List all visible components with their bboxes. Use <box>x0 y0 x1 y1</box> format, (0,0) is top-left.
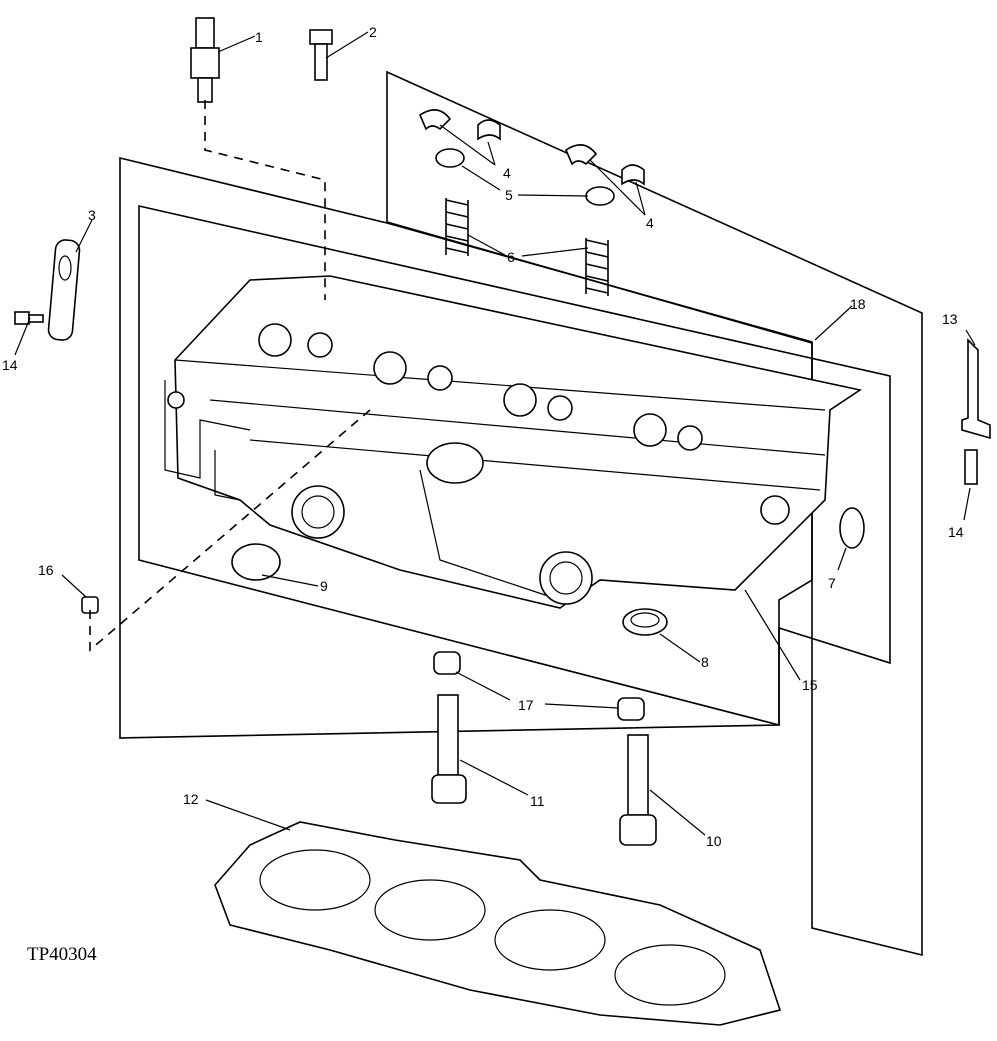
valve-guide-10 <box>619 734 657 846</box>
callout-10: 10 <box>706 833 722 849</box>
valve-spring-right <box>585 238 609 296</box>
figure-code: TP40304 <box>27 944 97 965</box>
callout-9: 9 <box>320 578 328 594</box>
callout-1: 1 <box>255 29 263 45</box>
callout-15: 15 <box>802 677 818 693</box>
dashed-line-plug-16 <box>89 409 371 652</box>
callout-18: 18 <box>850 296 866 312</box>
bolt-left <box>14 311 30 325</box>
valve-seal-left <box>433 651 461 675</box>
callout-8: 8 <box>701 654 709 670</box>
callout-11: 11 <box>530 793 545 809</box>
callout-16: 16 <box>38 562 54 578</box>
callout-4a: 4 <box>503 165 511 181</box>
plug-9 <box>231 543 281 581</box>
bolt-right <box>964 449 978 485</box>
callout-14a: 14 <box>2 357 18 373</box>
glow-plug <box>190 17 220 103</box>
outer-panel <box>119 156 813 739</box>
valve-keeper-left <box>419 109 452 131</box>
valve-guide-11 <box>431 694 467 804</box>
callout-7: 7 <box>828 575 836 591</box>
callout-17: 17 <box>518 697 534 713</box>
callout-5: 5 <box>505 187 513 203</box>
callout-13: 13 <box>942 311 958 327</box>
cylinder-head <box>164 275 863 609</box>
valve-retainer-right <box>585 186 615 206</box>
callout-6: 6 <box>507 249 515 265</box>
head-gasket <box>214 821 782 1026</box>
plug-7 <box>839 507 865 549</box>
callout-14b: 14 <box>948 524 964 540</box>
inner-panel <box>138 204 891 727</box>
bracket <box>47 239 81 341</box>
bracket-right <box>961 338 991 440</box>
callout-3: 3 <box>88 207 96 223</box>
back-panel <box>386 70 923 957</box>
valve-spring-left <box>445 198 469 256</box>
valve-retainer-left <box>435 148 465 168</box>
callout-4b: 4 <box>646 215 654 231</box>
bolt <box>309 29 333 81</box>
callout-2: 2 <box>369 24 377 40</box>
dashed-line-glow-plug <box>204 100 326 300</box>
callout-12: 12 <box>183 791 199 807</box>
valve-keeper-right <box>565 144 598 166</box>
valve-seal-right <box>617 697 645 721</box>
